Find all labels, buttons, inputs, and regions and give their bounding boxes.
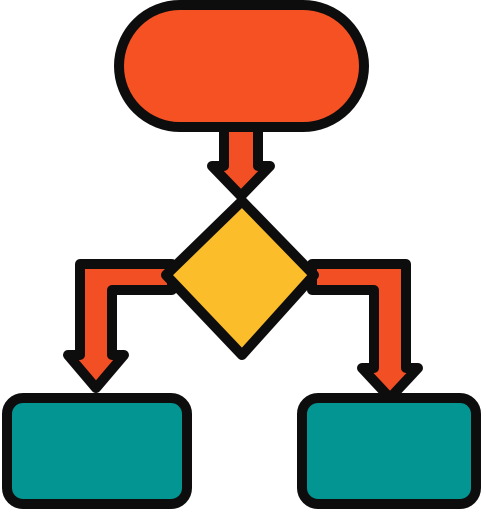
arrow-decision-to-left	[63, 259, 177, 393]
process-box-left	[2, 393, 192, 509]
arrow-decision-to-right	[307, 259, 423, 403]
arrow-start-to-decision	[207, 121, 275, 201]
decision-diamond	[161, 196, 319, 360]
process-box-right	[297, 393, 481, 509]
start-terminator	[114, 0, 369, 132]
